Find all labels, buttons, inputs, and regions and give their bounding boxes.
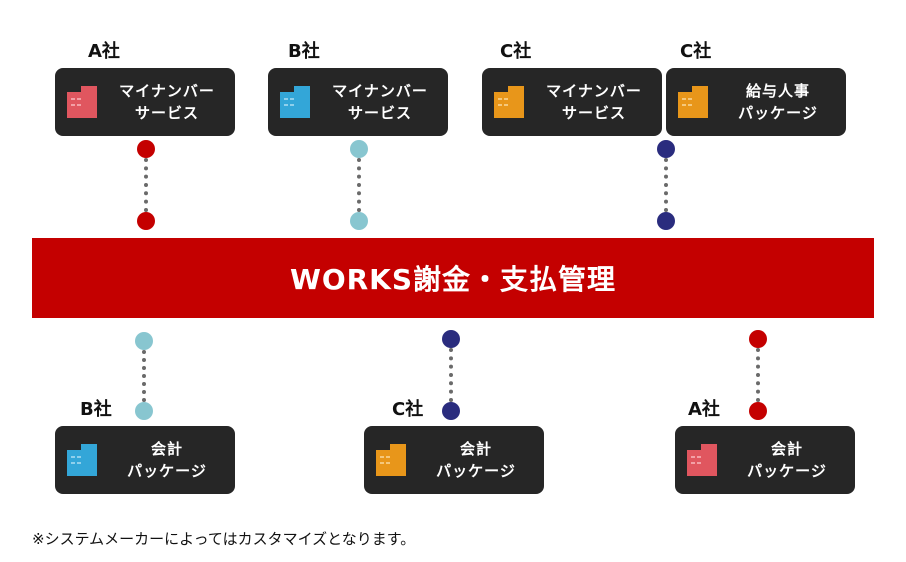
- company-label-b-top: B社: [288, 41, 320, 62]
- connector-line-a-top: [144, 158, 148, 212]
- box-label-line1: 給与人事: [745, 82, 810, 100]
- works-band: WORKS謝金・支払管理: [32, 238, 874, 318]
- service-box-b-mynumber: マイナンバー サービス: [268, 68, 448, 136]
- box-label-line2: サービス: [347, 104, 412, 122]
- box-label-line2: パッケージ: [436, 462, 516, 480]
- connector-dot-c-bottom-upper: [442, 330, 460, 348]
- service-box-c-payroll: 給与人事 パッケージ: [666, 68, 846, 136]
- box-label-line2: パッケージ: [738, 104, 818, 122]
- connector-line-c-top: [664, 158, 668, 212]
- connector-dot-b-bottom-lower: [135, 402, 153, 420]
- connector-dot-b-top-upper: [350, 140, 368, 158]
- connector-dot-c-top-upper: [657, 140, 675, 158]
- service-box-a-accounting: 会計 パッケージ: [675, 426, 855, 494]
- building-icon: [376, 444, 406, 476]
- building-icon: [678, 86, 708, 118]
- company-label-c-bottom: C社: [392, 399, 424, 420]
- connector-dot-a-top-lower: [137, 212, 155, 230]
- company-label-a-bottom: A社: [688, 399, 720, 420]
- box-label-line1: マイナンバー: [546, 82, 642, 100]
- service-box-b-accounting: 会計 パッケージ: [55, 426, 235, 494]
- building-icon: [280, 86, 310, 118]
- connector-dot-a-bottom-upper: [749, 330, 767, 348]
- box-label-line1: 会計: [770, 440, 803, 458]
- box-label-line2: サービス: [134, 104, 199, 122]
- box-label-line1: マイナンバー: [119, 82, 215, 100]
- service-box-c-mynumber: マイナンバー サービス: [482, 68, 662, 136]
- works-title: WORKS謝金・支払管理: [289, 263, 617, 296]
- company-label-b-bottom: B社: [80, 399, 112, 420]
- company-label-c-top-1: C社: [500, 41, 532, 62]
- box-label-line2: サービス: [561, 104, 626, 122]
- building-icon: [67, 86, 97, 118]
- connector-dot-a-top-upper: [137, 140, 155, 158]
- connector-dot-a-bottom-lower: [749, 402, 767, 420]
- box-label-line1: マイナンバー: [332, 82, 428, 100]
- connector-line-c-bottom: [449, 348, 453, 402]
- connector-line-b-bottom: [142, 350, 146, 402]
- service-box-c-accounting: 会計 パッケージ: [364, 426, 544, 494]
- company-label-c-top-2: C社: [680, 41, 712, 62]
- box-label-line2: パッケージ: [127, 462, 207, 480]
- box-label-line1: 会計: [459, 440, 492, 458]
- connector-dot-b-bottom-upper: [135, 332, 153, 350]
- service-box-a-mynumber: マイナンバー サービス: [55, 68, 235, 136]
- building-icon: [67, 444, 97, 476]
- building-icon: [494, 86, 524, 118]
- company-label-a-top: A社: [88, 41, 120, 62]
- box-label-line1: 会計: [150, 440, 183, 458]
- connector-dot-b-top-lower: [350, 212, 368, 230]
- connector-line-b-top: [357, 158, 361, 212]
- building-icon: [687, 444, 717, 476]
- connector-line-a-bottom: [756, 348, 760, 402]
- connector-dot-c-top-lower: [657, 212, 675, 230]
- connector-dot-c-bottom-lower: [442, 402, 460, 420]
- footnote: ※システムメーカーによってはカスタマイズとなります。: [32, 530, 416, 548]
- box-label-line2: パッケージ: [747, 462, 827, 480]
